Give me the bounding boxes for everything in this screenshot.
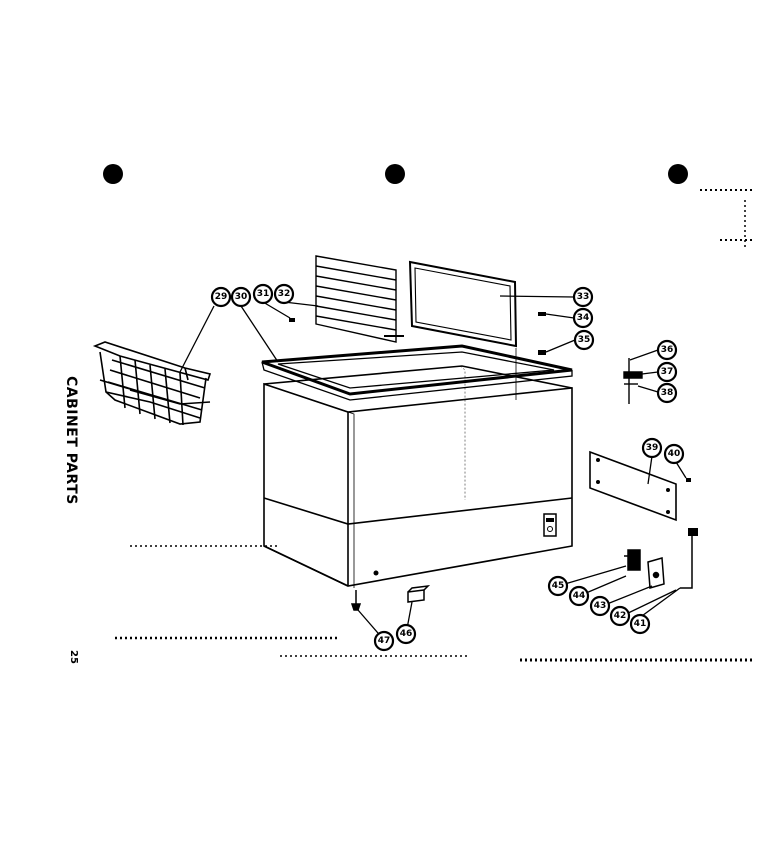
svg-text:42: 42 (614, 611, 627, 621)
svg-text:39: 39 (646, 443, 659, 453)
svg-text:36: 36 (661, 345, 674, 355)
svg-text:41: 41 (634, 619, 647, 629)
freezer-cabinet (263, 348, 573, 588)
svg-text:29: 29 (215, 292, 228, 302)
callout-45: 45 (547, 575, 569, 597)
fasteners (289, 312, 698, 576)
callout-30: 30 (230, 286, 252, 308)
svg-text:32: 32 (278, 289, 291, 299)
callout-34: 34 (572, 307, 594, 329)
back-panel (589, 450, 677, 522)
callout-36: 36 (656, 339, 678, 361)
svg-text:47: 47 (378, 636, 391, 646)
svg-text:34: 34 (577, 313, 590, 323)
callout-42: 42 (609, 605, 631, 627)
control-plate (543, 513, 557, 537)
binder-hole-left (103, 164, 123, 184)
callout-47: 47 (373, 630, 395, 652)
leader-lines (179, 295, 687, 641)
lid-panel (408, 260, 518, 348)
callout-40: 40 (663, 443, 685, 465)
binder-hole-center (385, 164, 405, 184)
wire-basket (92, 341, 212, 426)
svg-text:40: 40 (668, 449, 681, 459)
bottom-hardware (350, 534, 693, 611)
svg-text:43: 43 (594, 601, 607, 611)
binder-hole-right (668, 164, 688, 184)
svg-text:44: 44 (573, 591, 586, 601)
callout-37: 37 (656, 361, 678, 383)
callout-29: 29 (210, 286, 232, 308)
scan-artifacts (115, 189, 755, 662)
callout-41: 41 (629, 613, 651, 635)
svg-text:45: 45 (552, 581, 565, 591)
svg-text:38: 38 (661, 388, 674, 398)
svg-text:30: 30 (235, 292, 248, 302)
callout-38: 38 (656, 382, 678, 404)
svg-text:46: 46 (400, 629, 413, 639)
hinge-parts (623, 358, 643, 404)
rear-grille (315, 255, 404, 343)
svg-text:31: 31 (257, 289, 270, 299)
svg-text:33: 33 (577, 292, 590, 302)
callout-43: 43 (589, 595, 611, 617)
lid-gasket-frame (261, 344, 573, 401)
callout-39: 39 (641, 437, 663, 459)
callout-44: 44 (568, 585, 590, 607)
svg-text:35: 35 (578, 335, 591, 345)
svg-text:37: 37 (661, 367, 674, 377)
callout-46: 46 (395, 623, 417, 645)
callout-31: 31 (252, 283, 274, 305)
callout-33: 33 (572, 286, 594, 308)
callout-32: 32 (273, 283, 295, 305)
callout-35: 35 (573, 329, 595, 351)
